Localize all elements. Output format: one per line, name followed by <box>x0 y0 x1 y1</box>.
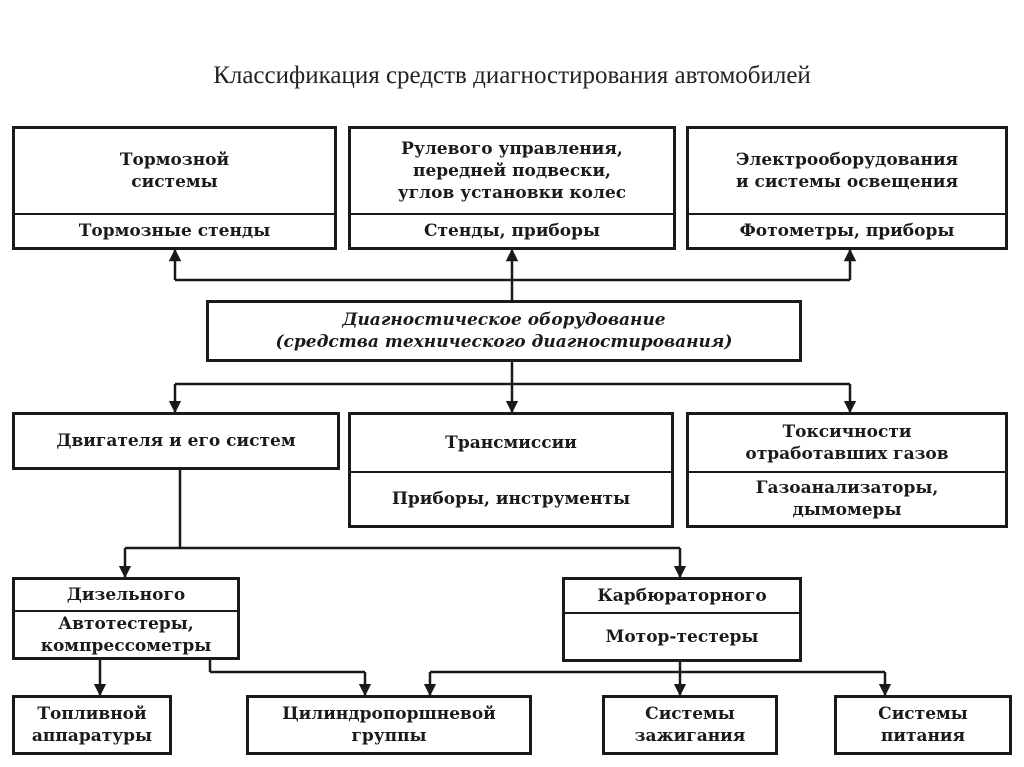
diesel-box: Дизельного Автотестеры, компрессометры <box>12 577 240 660</box>
transmission-box: Трансмиссии Приборы, инструменты <box>348 412 674 528</box>
diagram-title: Классификация средств диагностирования а… <box>213 62 811 89</box>
toxicity-heading: Токсичности отработавших газов <box>745 422 949 464</box>
ignition-label: Системы зажигания <box>634 704 746 746</box>
diesel-equipment: Автотестеры, компрессометры <box>15 610 237 657</box>
ignition-box: Системы зажигания <box>602 695 778 755</box>
toxicity-box: Токсичности отработавших газов Газоанали… <box>686 412 1008 528</box>
fuel-apparatus-box: Топливной аппаратуры <box>12 695 172 755</box>
cylinder-piston-label: Цилиндропоршневой группы <box>282 704 496 746</box>
transmission-equipment: Приборы, инструменты <box>351 471 671 525</box>
engine-heading: Двигателя и его систем <box>56 431 296 451</box>
toxicity-equipment: Газоанализаторы, дымомеры <box>689 471 1005 525</box>
engine-box: Двигателя и его систем <box>12 412 340 470</box>
steering-heading: Рулевого управления, передней подвески, … <box>397 139 627 203</box>
carburetor-heading: Карбюраторного <box>597 586 767 606</box>
diagnostic-equipment-box: Диагностическое оборудование (средства т… <box>206 300 802 362</box>
brakes-heading: Тормозной системы <box>119 150 230 192</box>
electrical-heading: Электрооборудования и системы освещения <box>735 150 959 192</box>
fuel-system-box: Системы питания <box>834 695 1012 755</box>
diagnostic-equipment-label: Диагностическое оборудование (средства т… <box>275 310 733 352</box>
brakes-equipment: Тормозные стенды <box>15 213 334 247</box>
steering-equipment: Стенды, приборы <box>351 213 673 247</box>
cylinder-piston-box: Цилиндропоршневой группы <box>246 695 532 755</box>
fuel-apparatus-label: Топливной аппаратуры <box>31 704 153 746</box>
fuel-system-label: Системы питания <box>878 704 968 746</box>
steering-box: Рулевого управления, передней подвески, … <box>348 126 676 250</box>
diesel-heading: Дизельного <box>66 585 186 605</box>
electrical-equipment: Фотометры, приборы <box>689 213 1005 247</box>
electrical-box: Электрооборудования и системы освещения … <box>686 126 1008 250</box>
carburetor-equipment: Мотор-тестеры <box>565 612 799 659</box>
carburetor-box: Карбюраторного Мотор-тестеры <box>562 577 802 662</box>
brakes-box: Тормозной системы Тормозные стенды <box>12 126 337 250</box>
transmission-heading: Трансмиссии <box>445 433 577 453</box>
